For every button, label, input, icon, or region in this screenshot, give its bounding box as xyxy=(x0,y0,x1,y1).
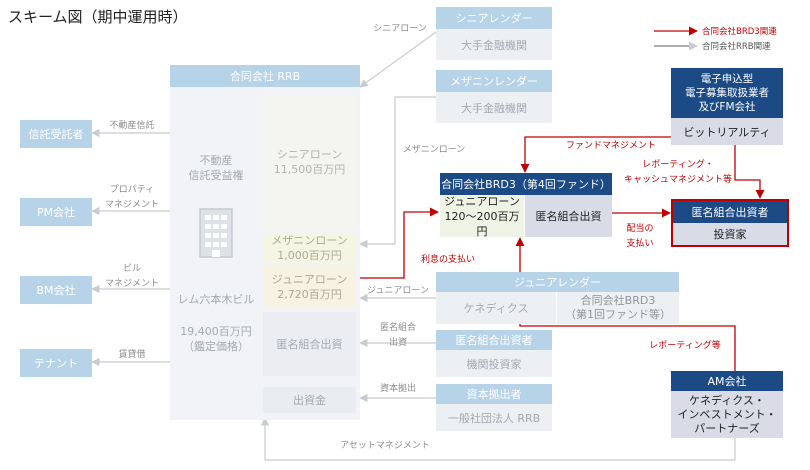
rrb-mezz-tranche: メザニンローン 1,000百万円 xyxy=(263,233,356,263)
senior-lender-body: 大手金融機関 xyxy=(436,29,552,60)
investor-box: 匿名組合出資者 投資家 xyxy=(671,199,789,247)
label-pm: プロパティ マネジメント xyxy=(104,185,159,210)
investor-header: 匿名組合出資者 xyxy=(673,201,787,223)
label-trust: 不動産信託 xyxy=(109,121,155,131)
fm-header: 電子申込型 電子募集取扱業者 及びFM会社 xyxy=(671,68,783,118)
brd3-company: 合同会社BRD3（第4回ファンド） ジュニアローン 120～200百万円 匿名組… xyxy=(440,173,612,238)
property-name: レム六本木ビル xyxy=(177,293,255,306)
arrow-reporting-cash xyxy=(734,143,765,199)
label-lease: 賃貸借 xyxy=(118,350,146,360)
brd3-junior-loan: ジュニアローン 120～200百万円 xyxy=(440,195,524,238)
capital-contributor-header: 資本拠出者 xyxy=(436,384,552,404)
junior-lender-header: ジュニアレンダー xyxy=(436,272,679,292)
junior-lender: ジュニアレンダー ケネディクス 合同会社BRD3 （第1回ファンド等） xyxy=(436,272,679,324)
tk-investor-rrb-body: 機関投資家 xyxy=(436,350,552,377)
senior-lender-header: シニアレンダー xyxy=(436,7,552,29)
legend-brd3: 合同会社BRD3関連 xyxy=(702,27,777,37)
label-junior-loan: ジュニアローン xyxy=(367,286,429,296)
brd3-header: 合同会社BRD3（第4回ファンド） xyxy=(440,173,612,195)
building-icon xyxy=(198,207,234,259)
am-body: ケネディクス・ インベストメント・ パートナーズ xyxy=(671,391,783,438)
label-fund-management: ファンドマネジメント xyxy=(565,141,656,151)
rrb-equity-tranche: 出資金 xyxy=(263,387,356,413)
label-senior-loan: シニアローン xyxy=(373,24,427,34)
label-bm: ビル マネジメント xyxy=(104,264,159,289)
rrb-senior-tranche: シニアローン 11,500百万円 xyxy=(263,95,356,229)
rrb-asset-label: 不動産 信託受益権 xyxy=(188,154,244,182)
appraisal-value: 19,400百万円 （鑑定価格） xyxy=(180,325,252,353)
label-interest: 利息の支払い xyxy=(420,255,475,265)
am-header: AM会社 xyxy=(671,371,783,391)
label-reporting: レポーティング等 xyxy=(649,341,721,351)
label-dividend: 配当の 支払い xyxy=(626,224,654,249)
tk-investor-rrb-header: 匿名組合出資者 xyxy=(436,330,552,350)
arrow-mezz-loan xyxy=(359,96,436,249)
label-mezz-loan: メザニンローン xyxy=(402,145,466,155)
arrow-interest xyxy=(360,207,439,279)
tk-investor-rrb: 匿名組合出資者 機関投資家 xyxy=(436,330,552,377)
pm-company-box: PM会社 xyxy=(20,198,92,226)
page-title: スキーム図（期中運用時） xyxy=(8,8,188,26)
trust-trustee-box: 信託受託者 xyxy=(20,120,92,148)
rrb-tk-tranche: 匿名組合出資 xyxy=(263,312,356,376)
am-company: AM会社 ケネディクス・ インベストメント・ パートナーズ xyxy=(671,371,783,438)
fm-company: 電子申込型 電子募集取扱業者 及びFM会社 ビットリアルティ xyxy=(671,68,783,145)
rrb-junior-tranche: ジュニアローン 2,720百万円 xyxy=(263,265,356,308)
label-reporting-cash: レポーティング・ キャッシュマネジメント等 xyxy=(623,160,732,185)
mezz-lender-body: 大手金融機関 xyxy=(436,92,552,123)
arrow-asset-management xyxy=(260,417,736,461)
legend-rrb: 合同会社RRB関連 xyxy=(702,42,771,52)
capital-contributor: 資本拠出者 一般社団法人 RRB xyxy=(436,384,552,431)
junior-lender-kenedix: ケネディクス xyxy=(436,292,556,324)
brd3-tk-investment: 匿名組合出資 xyxy=(525,195,612,237)
arrow-senior-loan xyxy=(359,31,437,88)
rrb-header: 合同会社 RRB xyxy=(170,65,360,87)
investor-body: 投資家 xyxy=(673,223,787,245)
tenant-box: テナント xyxy=(20,349,92,377)
capital-contributor-body: 一般社団法人 RRB xyxy=(436,404,552,431)
rrb-company: 合同会社 RRB 不動産 信託受益権 レム六本木ビル 19,400百万円 （鑑定… xyxy=(170,65,360,420)
mezz-lender: メザニンレンダー 大手金融機関 xyxy=(436,70,552,123)
fm-body: ビットリアルティ xyxy=(671,118,783,145)
junior-lender-brd3: 合同会社BRD3 （第1回ファンド等） xyxy=(557,292,679,324)
label-asset-management: アセットマネジメント xyxy=(340,441,430,451)
mezz-lender-header: メザニンレンダー xyxy=(436,70,552,92)
label-tk-investment: 匿名組合 出資 xyxy=(379,323,416,348)
senior-lender: シニアレンダー 大手金融機関 xyxy=(436,7,552,60)
label-capital: 資本拠出 xyxy=(379,384,416,394)
bm-company-box: BM会社 xyxy=(20,276,92,304)
